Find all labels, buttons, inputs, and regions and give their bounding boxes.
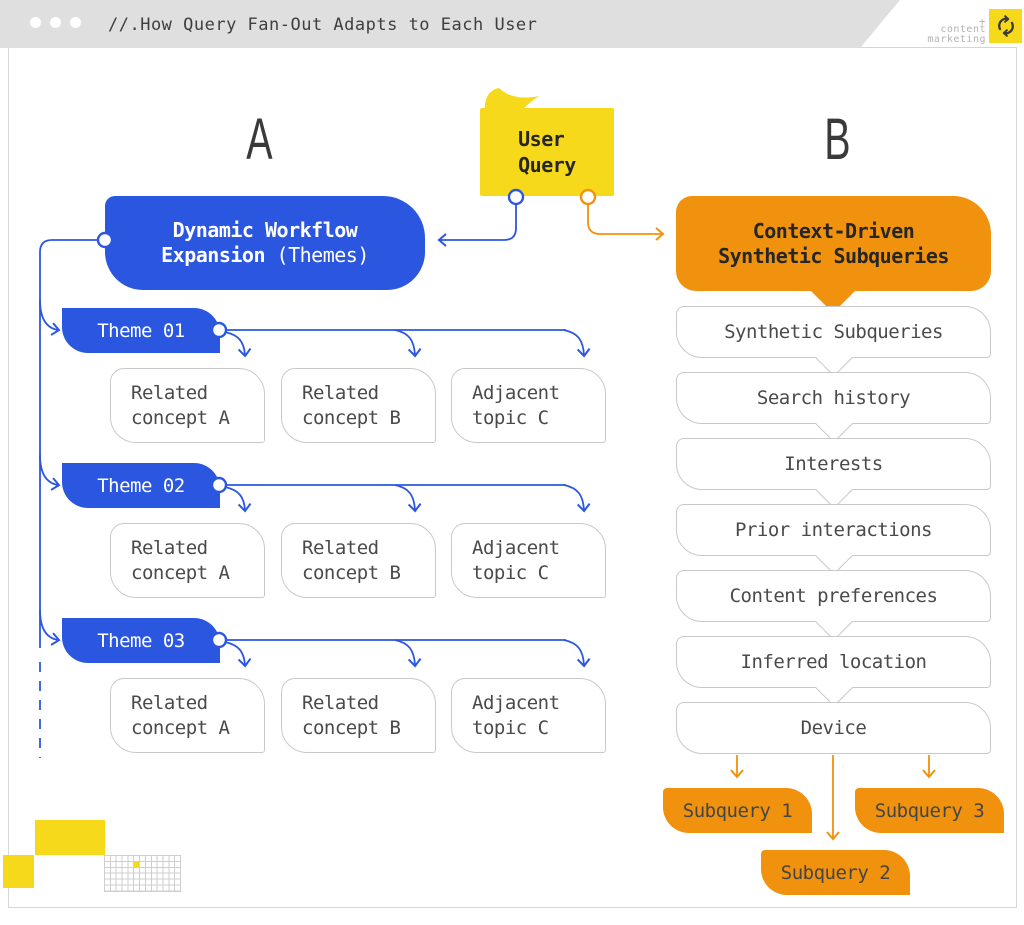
subquery-label: Subquery 2 [780,861,891,884]
signal-label: Device [800,717,867,739]
subquery-1-tag: Subquery 1 [663,788,812,833]
yellow-square-decoration [3,855,34,888]
signal-label: Prior interactions [735,519,932,541]
concept-label: Related concept A [131,536,230,584]
window-dots [30,17,81,28]
user-query-node: User Query [480,108,614,196]
yellow-rectangle-decoration [35,820,105,855]
title-bar: //.How Query Fan-Out Adapts to Each User [0,0,900,48]
brand-mark: + content marketing [886,15,986,45]
theme1-concept-b: Related concept B [281,368,436,443]
user-query-label-line2: Query [518,153,576,177]
grid-highlight-cell [134,862,139,867]
theme-2-tag: Theme 02 [62,463,220,508]
brand-plus: + [978,15,986,28]
context-header-node: Context-Driven Synthetic Subqueries [676,196,991,291]
theme1-concept-c: Adjacent topic C [451,368,606,443]
page-title: //.How Query Fan-Out Adapts to Each User [108,15,538,35]
signal-prior-interactions: Prior interactions [676,504,991,575]
concept-label: Adjacent topic C [472,691,560,739]
subquery-label: Subquery 1 [682,799,793,822]
theme-2-label: Theme 02 [97,474,185,497]
concept-label: Related concept B [302,691,401,739]
concept-label: Adjacent topic C [472,381,560,429]
theme3-concept-a: Related concept A [110,678,265,753]
signal-label: Interests [784,453,883,475]
signal-label: Search history [756,387,911,409]
concept-label: Related concept A [131,381,230,429]
theme3-concept-c: Adjacent topic C [451,678,606,753]
concept-label: Adjacent topic C [472,536,560,584]
signal-label: Content preferences [729,585,938,607]
theme-3-label: Theme 03 [97,629,185,652]
sync-arrows-icon [997,15,1014,37]
dynamic-workflow-node: Dynamic Workflow Expansion (Themes) [105,196,425,290]
theme2-concept-a: Related concept A [110,523,265,598]
user-query-label-line1: User [518,127,565,151]
window-dot [70,17,81,28]
workflow-title-line1: Dynamic Workflow [172,218,358,242]
theme2-concept-c: Adjacent topic C [451,523,606,598]
theme1-concept-a: Related concept A [110,368,265,443]
signal-search-history: Search history [676,372,991,443]
section-a-label: A [246,107,273,172]
concept-label: Related concept B [302,536,401,584]
workflow-title-line2-tail: (Themes) [265,243,370,267]
concept-label: Related concept B [302,381,401,429]
theme3-concept-b: Related concept B [281,678,436,753]
user-query-tail [484,88,539,112]
brand-line1: content [940,24,986,35]
context-header-line2: Synthetic Subqueries [718,243,949,268]
theme2-concept-b: Related concept B [281,523,436,598]
theme-3-tag: Theme 03 [62,618,220,663]
section-b-label: B [824,107,851,172]
brand-logo [989,9,1022,43]
concept-label: Related concept A [131,691,230,739]
subquery-label: Subquery 3 [874,799,985,822]
subquery-2-tag: Subquery 2 [761,850,910,895]
subquery-3-tag: Subquery 3 [855,788,1004,833]
signal-interests: Interests [676,438,991,509]
signal-content-preferences: Content preferences [676,570,991,641]
signal-label: Synthetic Subqueries [724,321,943,343]
signal-inferred-location: Inferred location [676,636,991,707]
brand-line2: marketing [927,34,986,45]
window-dot [50,17,61,28]
theme-1-tag: Theme 01 [62,308,220,353]
grid-decoration [104,855,181,892]
signal-label: Inferred location [740,651,927,673]
theme-1-label: Theme 01 [97,319,185,342]
workflow-title-line2-bold: Expansion [161,243,265,267]
signal-device: Device [676,702,991,754]
window-dot [30,17,41,28]
context-header-line1: Context-Driven [752,218,915,243]
signal-synthetic-subqueries: Synthetic Subqueries [676,306,991,377]
